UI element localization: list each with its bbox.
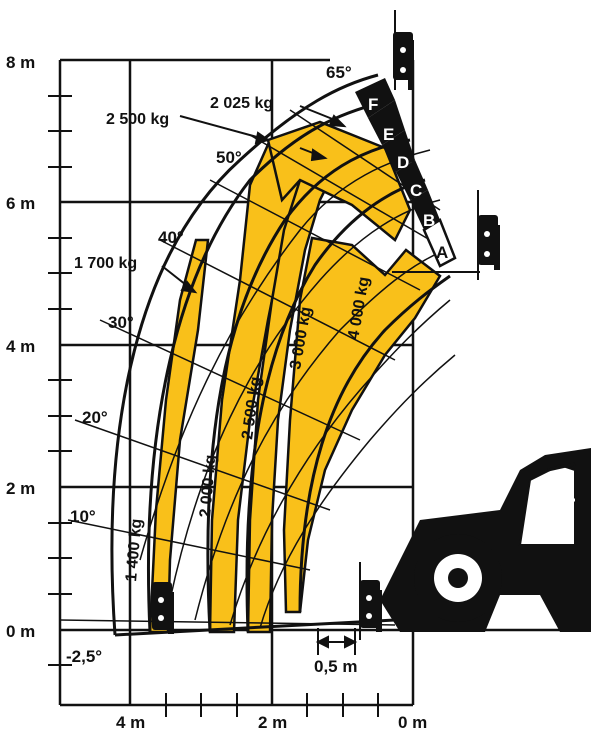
x-label-4m: 4 m xyxy=(116,713,145,732)
fork-top xyxy=(393,10,414,90)
zone-f-label: F xyxy=(368,95,378,114)
dimension-marker xyxy=(315,628,358,655)
load-1700: 1 700 kg xyxy=(74,255,137,272)
load-2500-top: 2 500 kg xyxy=(106,111,169,128)
minor-ticks xyxy=(48,95,379,717)
load-2000: 2 000 kg xyxy=(197,454,219,518)
angle-30: 30° xyxy=(108,313,134,332)
y-label-8m: 8 m xyxy=(6,53,35,72)
fork-bottom-right xyxy=(359,562,382,640)
zone-c-label: C xyxy=(410,181,422,200)
load-zones xyxy=(148,120,442,634)
y-label-6m: 6 m xyxy=(6,194,35,213)
y-label-2m: 2 m xyxy=(6,479,35,498)
angle-minus-2-5: -2,5° xyxy=(66,647,102,666)
y-label-4m: 4 m xyxy=(6,337,35,356)
load-2025: 2 025 kg xyxy=(210,95,273,112)
load-1400: 1 400 kg xyxy=(123,518,145,582)
label-arrows xyxy=(161,105,347,294)
y-label-0m: 0 m xyxy=(6,622,35,641)
x-label-2m: 2 m xyxy=(258,713,287,732)
fork-bottom-left xyxy=(152,582,174,634)
zone-letters: F E D C B A xyxy=(355,78,457,268)
angle-10: 10° xyxy=(70,507,96,526)
dimension-label: 0,5 m xyxy=(314,657,357,676)
x-label-0m: 0 m xyxy=(398,713,427,732)
contour-lines xyxy=(59,109,456,629)
zone-a-label: A xyxy=(436,243,448,262)
zone-d-label: D xyxy=(397,153,409,172)
angle-20: 20° xyxy=(82,408,108,427)
telehandler-machine xyxy=(380,448,591,632)
zone-1400 xyxy=(148,238,210,634)
zone-b-label: B xyxy=(423,211,435,230)
zone-e-label: E xyxy=(383,125,394,144)
fork-right xyxy=(392,190,500,280)
angle-65: 65° xyxy=(326,63,352,82)
angle-40: 40° xyxy=(158,228,184,247)
envelope xyxy=(110,73,451,637)
angle-50: 50° xyxy=(216,148,242,167)
